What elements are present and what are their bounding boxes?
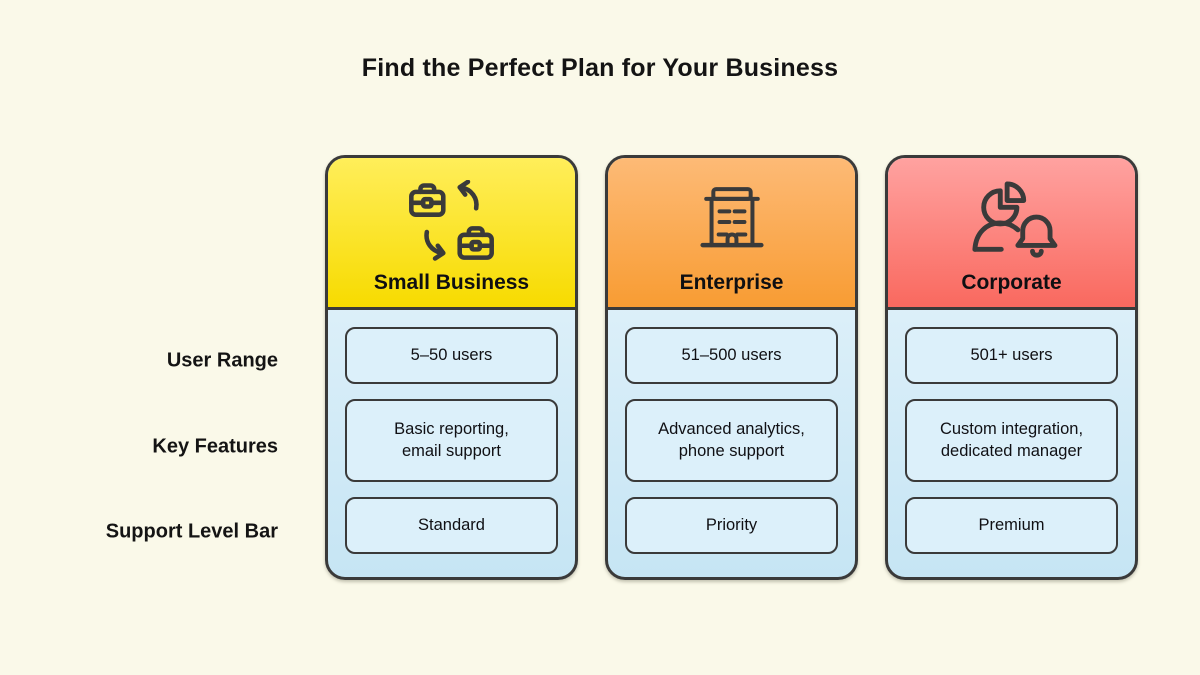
plan-name: Corporate [961,271,1062,294]
plan-name: Small Business [373,271,530,294]
user-range-box: 501+ users [905,327,1118,384]
row-label-support-level-bar: Support Level Bar [105,520,278,543]
key-features-box: Basic reporting, email support [345,399,558,482]
plan-card-body: 51–500 users Advanced analytics, phone s… [608,310,855,571]
row-label-user-range: User Range [166,349,278,372]
briefcase-swap-icon [404,179,499,265]
support-level-box: Priority [625,497,838,554]
key-features-box: Advanced analytics, phone support [625,399,838,482]
person-pie-chart-bell-icon [963,179,1061,265]
page-title: Find the Perfect Plan for Your Business [361,54,839,82]
plan-card-header: Enterprise [608,158,855,310]
plan-card-small-business: Small Business 5–50 users Basic reportin… [325,155,578,580]
support-level-box: Premium [905,497,1118,554]
plan-name: Enterprise [679,271,784,294]
plan-card-header: Corporate [888,158,1135,310]
plan-card-body: 501+ users Custom integration, dedicated… [888,310,1135,571]
support-level-box: Standard [345,497,558,554]
key-features-box: Custom integration, dedicated manager [905,399,1118,482]
user-range-box: 51–500 users [625,327,838,384]
plan-card-header: Small Business [328,158,575,310]
plan-card-body: 5–50 users Basic reporting, email suppor… [328,310,575,571]
plan-card-corporate: Corporate 501+ users Custom integration,… [885,155,1138,580]
plan-card-enterprise: Enterprise 51–500 users Advanced analyti… [605,155,858,580]
office-building-icon [692,179,772,265]
user-range-box: 5–50 users [345,327,558,384]
row-label-key-features: Key Features [152,435,278,458]
